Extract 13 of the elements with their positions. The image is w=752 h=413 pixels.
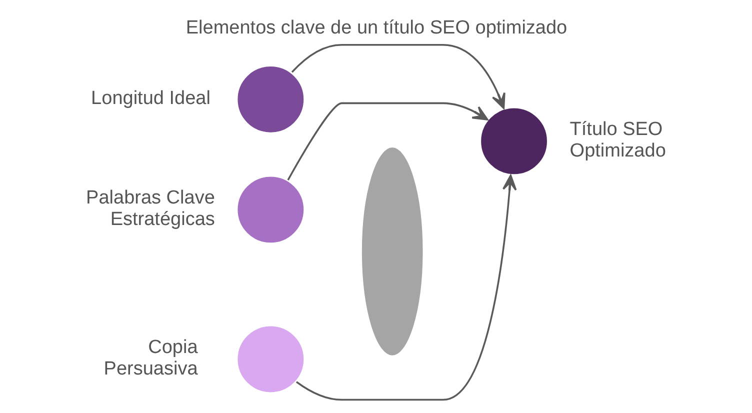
node-circle <box>234 324 306 395</box>
node-label: Título SEO Optimizado <box>569 118 666 162</box>
arrow <box>290 44 505 109</box>
node-circle <box>234 174 306 246</box>
node-label: Copia Persuasiva <box>103 336 198 380</box>
node-label: Palabras Clave Estratégicas <box>86 187 214 230</box>
arrow <box>286 102 488 180</box>
node-circle <box>478 106 550 177</box>
diagram-title: Elementos clave de un título SEO optimizado <box>185 17 567 38</box>
arrow <box>295 174 516 401</box>
node-lens <box>358 145 425 358</box>
node-label: Longitud Ideal <box>90 88 210 109</box>
node-circle <box>234 64 306 135</box>
